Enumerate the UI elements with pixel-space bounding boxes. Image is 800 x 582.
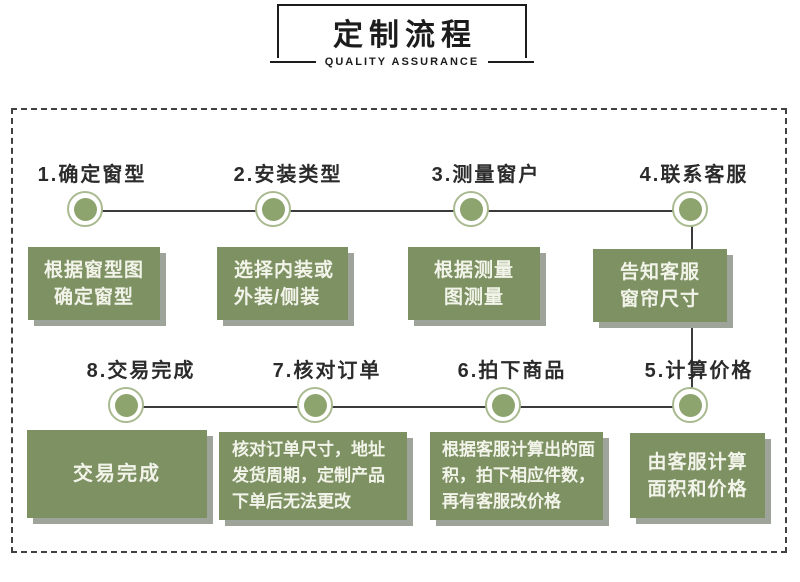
step-box-3: 根据测量 图测量 [408, 247, 540, 320]
step-node-4 [672, 191, 708, 227]
step-box-line: 根据测量 [433, 259, 514, 281]
step-box-line: 核对订单尺寸，地址 [232, 440, 385, 459]
step-box-line: 再有客服改价格 [442, 492, 561, 511]
page-subtitle: QUALITY ASSURANCE [324, 55, 480, 68]
step-box-1: 根据窗型图 确定窗型 [28, 247, 160, 320]
step-label-5: 5.计算价格 [644, 360, 754, 382]
step-label-4: 4.联系客服 [639, 164, 749, 186]
step-label-6: 6.拍下商品 [457, 360, 567, 382]
subtitle-row: QUALITY ASSURANCE [270, 55, 534, 68]
step-dot-icon [261, 197, 285, 221]
step-box-line: 图测量 [443, 286, 504, 308]
step-dot-icon [491, 393, 515, 417]
step-box-line: 面积和价格 [647, 478, 748, 500]
step-node-1 [67, 191, 103, 227]
step-box-6: 根据客服计算出的面 积，拍下相应件数， 再有客服改价格 [430, 432, 603, 520]
step-box-line: 窗帘尺寸 [619, 288, 700, 310]
step-box-line: 确定窗型 [53, 286, 134, 308]
step-box-line: 积，拍下相应件数， [442, 466, 595, 485]
step-box-line: 选择内装或 [234, 259, 335, 281]
step-node-3 [453, 191, 489, 227]
step-node-2 [255, 191, 291, 227]
step-dot-icon [114, 393, 138, 417]
step-node-6 [485, 387, 521, 423]
step-box-2: 选择内装或 外装/侧装 [217, 247, 348, 320]
page-title: 定制流程 [333, 19, 477, 52]
step-box-line: 告知客服 [619, 261, 700, 283]
step-box-5: 由客服计算 面积和价格 [630, 433, 765, 518]
flow-panel [11, 108, 787, 553]
divider-line-right [488, 60, 534, 63]
step-node-8 [108, 387, 144, 423]
step-box-4: 告知客服 窗帘尺寸 [593, 249, 727, 322]
connector-line-row1 [87, 210, 690, 212]
step-box-line: 发货周期，定制产品 [232, 466, 385, 485]
step-box-line: 外装/侧装 [234, 286, 321, 308]
step-box-line: 根据窗型图 [43, 259, 144, 281]
step-box-8: 交易完成 [27, 430, 207, 518]
step-dot-icon [678, 197, 702, 221]
title-box: 定制流程 [277, 4, 527, 58]
step-box-line: 交易完成 [73, 462, 161, 485]
step-label-1: 1.确定窗型 [37, 164, 147, 186]
step-dot-icon [73, 197, 97, 221]
step-label-8: 8.交易完成 [86, 360, 196, 382]
step-box-line: 下单后无法更改 [232, 492, 351, 511]
step-box-line: 由客服计算 [647, 451, 748, 473]
step-node-7 [297, 387, 333, 423]
step-label-3: 3.测量窗户 [431, 164, 541, 186]
step-label-7: 7.核对订单 [272, 360, 382, 382]
step-box-line: 根据客服计算出的面 [442, 440, 595, 459]
connector-line-row2 [128, 406, 695, 408]
step-dot-icon [678, 393, 702, 417]
step-dot-icon [459, 197, 483, 221]
divider-line-left [270, 60, 316, 63]
step-label-2: 2.安装类型 [233, 164, 343, 186]
step-box-7: 核对订单尺寸，地址 发货周期，定制产品 下单后无法更改 [219, 432, 407, 520]
step-node-5 [672, 387, 708, 423]
step-dot-icon [303, 393, 327, 417]
